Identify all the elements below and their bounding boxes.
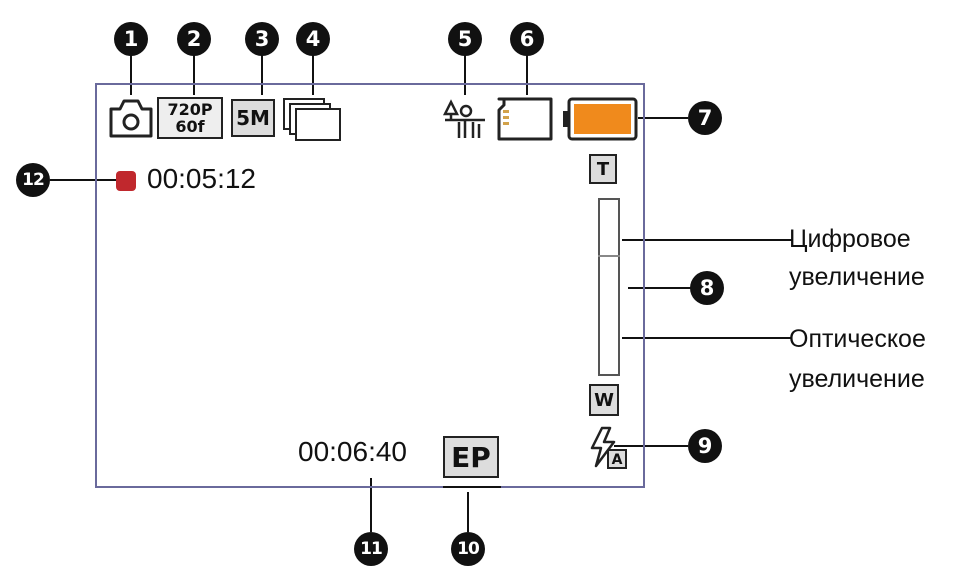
megapixel-label: 5M: [236, 106, 270, 130]
zoom-tele-icon: T: [589, 154, 617, 184]
callout-5: 5: [448, 22, 482, 56]
callout-7: 7: [688, 101, 722, 135]
callout-4: 4: [296, 22, 330, 56]
quality-label: EP: [451, 440, 491, 474]
zoom-bar: [598, 198, 620, 376]
zoom-bar-divider: [598, 255, 620, 257]
callout-8: 8: [690, 271, 724, 305]
flash-auto-icon: A: [590, 426, 627, 469]
optical-zoom-label-line2: увеличение: [789, 365, 925, 393]
resolution-top-label: 720P: [167, 100, 213, 119]
stacked-frames-icon: [283, 98, 341, 141]
flash-auto-label: A: [612, 452, 623, 468]
digital-zoom-label-line1: Цифровое: [789, 225, 911, 253]
zoom-tele-label: T: [596, 158, 610, 180]
scene-mode-icon: [442, 99, 485, 138]
quality-icon: EP: [443, 436, 499, 478]
record-indicator-icon: [116, 171, 136, 191]
quality-underline: [443, 486, 501, 488]
battery-icon: [563, 97, 638, 141]
callout-6: 6: [510, 22, 544, 56]
zoom-wide-icon: W: [589, 384, 619, 416]
sd-card-icon: [497, 97, 553, 141]
recording-time: 00:05:12: [147, 163, 256, 194]
optical-zoom-label-line1: Оптическое: [789, 325, 926, 353]
callout-11: 11: [354, 532, 388, 566]
image-size-icon: 5M: [231, 99, 275, 137]
video-resolution-icon: 720P 60f: [157, 97, 223, 139]
callout-3: 3: [245, 22, 279, 56]
digital-zoom-label-line2: увеличение: [789, 263, 925, 291]
resolution-bottom-label: 60f: [175, 117, 205, 136]
callout-12: 12: [16, 163, 50, 197]
camera-icon: [109, 99, 153, 138]
remaining-time: 00:06:40: [298, 436, 407, 467]
callout-1: 1: [114, 22, 148, 56]
callout-10: 10: [451, 532, 485, 566]
callout-2: 2: [177, 22, 211, 56]
callout-9: 9: [688, 429, 722, 463]
zoom-wide-label: W: [594, 389, 614, 411]
lcd-screen-frame: [95, 83, 645, 488]
